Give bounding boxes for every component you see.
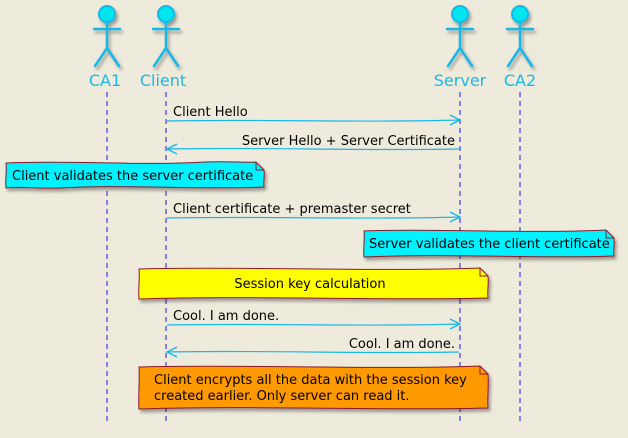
- message-arrow: [166, 147, 460, 151]
- note-client-validates: Client validates the server certificate: [5, 161, 265, 189]
- arrow-head-right-icon: [449, 318, 462, 330]
- note-fold: [605, 230, 614, 239]
- note-fold: [479, 268, 488, 277]
- note-box: [138, 267, 489, 300]
- actor-figure-icon: [92, 5, 122, 68]
- message-label: Client certificate + premaster secret: [173, 202, 411, 217]
- message-arrow: [166, 323, 460, 326]
- lifelines: [106, 92, 521, 425]
- arrow-head-right-icon: [449, 114, 462, 126]
- message-arrow: [166, 119, 460, 122]
- note-text: Client encrypts all the data with the se…: [154, 373, 467, 388]
- note-text: Server validates the client certificate: [369, 237, 610, 252]
- actor-client: Client: [140, 5, 186, 90]
- note-client-encrypts: Client encrypts all the data with the se…: [138, 365, 489, 410]
- note-server-validates: Server validates the client certificate: [363, 229, 615, 258]
- message-server-done: Cool. I am done.: [165, 337, 460, 358]
- message-label: Client Hello: [173, 105, 248, 120]
- actor-label-ca2: CA2: [504, 71, 536, 90]
- actor-figure-icon: [505, 5, 535, 68]
- actor-ca1: CA1: [89, 5, 122, 90]
- note-box: [138, 365, 489, 410]
- note-text: Session key calculation: [234, 277, 385, 292]
- message-client-done: Cool. I am done.: [166, 309, 462, 330]
- message-label: Server Hello + Server Certificate: [242, 134, 455, 149]
- message-server-hello: Server Hello + Server Certificate: [165, 134, 460, 155]
- note-session-key: Session key calculation: [138, 267, 489, 300]
- actor-figure-icon: [445, 5, 475, 68]
- message-arrow: [166, 216, 460, 219]
- note-box: [363, 229, 615, 258]
- message-label: Cool. I am done.: [173, 309, 279, 324]
- arrow-head-left-icon: [165, 143, 178, 155]
- actor-label-ca1: CA1: [89, 71, 121, 90]
- actor-figure-icon: [151, 5, 181, 68]
- message-arrow: [166, 350, 460, 354]
- actor-label-server: Server: [434, 71, 487, 90]
- note-text: Client validates the server certificate: [12, 169, 253, 184]
- note-text: created earlier. Only server can read it…: [154, 389, 410, 404]
- note-fold: [479, 366, 488, 375]
- actor-label-client: Client: [140, 71, 186, 90]
- message-client-certificate: Client certificate + premaster secret: [166, 202, 462, 223]
- message-label: Cool. I am done.: [349, 337, 455, 352]
- note-fold: [255, 162, 264, 171]
- arrow-head-left-icon: [165, 346, 178, 358]
- arrow-head-right-icon: [449, 211, 462, 223]
- actor-server: Server: [434, 5, 487, 90]
- note-box: [5, 161, 265, 189]
- message-client-hello: Client Hello: [166, 105, 462, 126]
- actor-ca2: CA2: [504, 5, 536, 90]
